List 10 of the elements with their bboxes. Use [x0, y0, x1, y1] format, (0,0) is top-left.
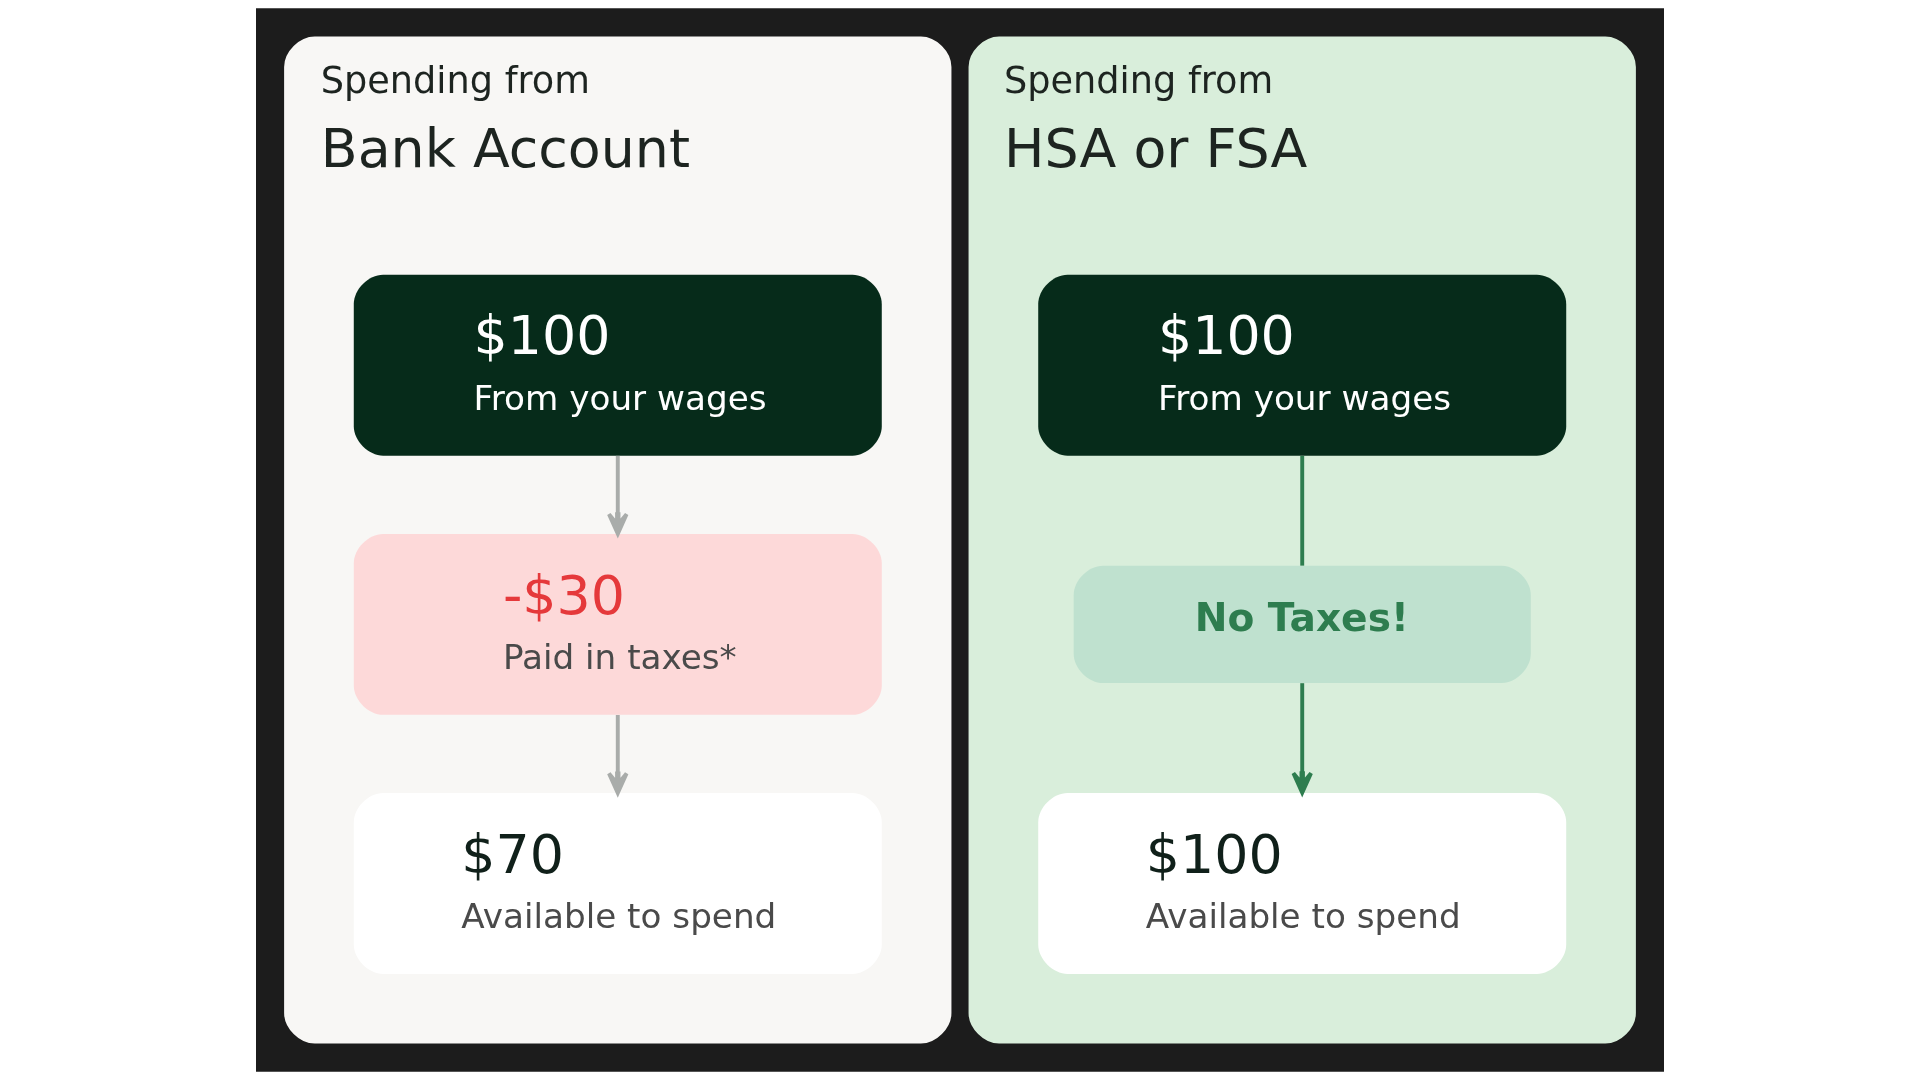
- node-box: $100 From your wages: [1038, 274, 1567, 456]
- node-box: $100 From your wages: [353, 274, 882, 456]
- arrow: [1291, 683, 1313, 795]
- arrow: [607, 455, 629, 536]
- connector: [1300, 455, 1305, 566]
- node-box: No Taxes!: [1073, 565, 1531, 683]
- node-box: $100 Available to spend: [1038, 793, 1567, 974]
- arrow: [607, 714, 629, 795]
- node-box: -$30 Paid in taxes*: [353, 533, 882, 715]
- node-box: $70 Available to spend: [353, 793, 882, 974]
